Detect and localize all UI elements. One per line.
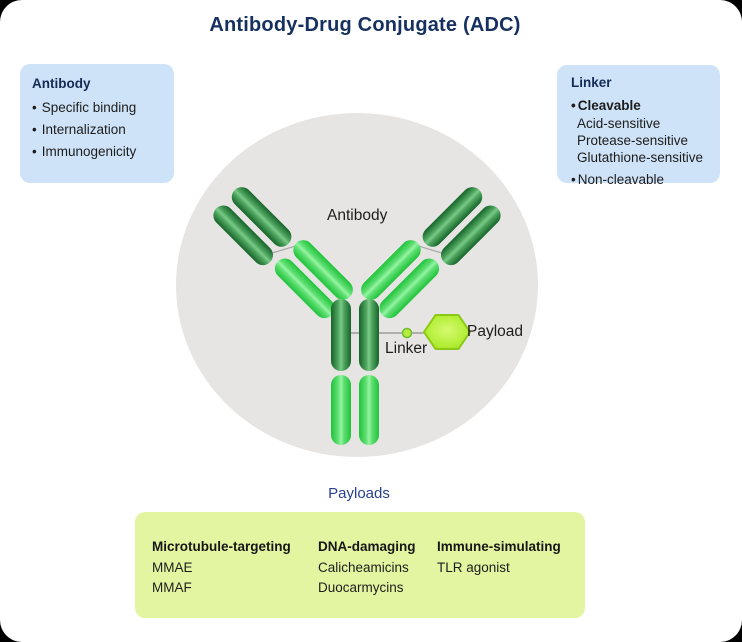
- payload-column-header: Microtubule-targeting: [152, 539, 291, 554]
- linker-cleavable-item: Cleavable: [571, 96, 712, 115]
- linker-diagram-label: Linker: [385, 340, 428, 357]
- payloads-box: Microtubule-targeting MMAE MMAF DNA-dama…: [135, 512, 585, 618]
- payload-column-header: Immune-simulating: [437, 539, 561, 554]
- payloads-heading: Payloads: [328, 485, 390, 502]
- payload-item: TLR agonist: [437, 560, 510, 575]
- linker-info-box: Linker Cleavable Acid-sensitive Protease…: [557, 65, 720, 187]
- page-title: Antibody-Drug Conjugate (ADC): [209, 14, 521, 36]
- antibody-diagram-label: Antibody: [327, 207, 388, 224]
- antibody-right-arm: [361, 187, 501, 319]
- payload-item: MMAE: [152, 560, 193, 575]
- linker-cleavable-sub-item: Glutathione-sensitive: [577, 150, 704, 165]
- payload-item: Calicheamicins: [318, 560, 409, 575]
- antibody-box-heading: Antibody: [32, 76, 91, 91]
- diagram-background-circle: [176, 113, 538, 457]
- linker-box-heading: Linker: [571, 75, 612, 90]
- payload-item: MMAF: [152, 580, 192, 595]
- payload-column-header: DNA-damaging: [318, 539, 416, 554]
- antibody-heavy-chain: [331, 299, 379, 445]
- payload-column-dna: DNA-damaging Calicheamicins Duocarmycins: [318, 537, 437, 618]
- antibody-box-item: Immunogenicity: [32, 141, 164, 163]
- linker-cleavable-sub-item: Acid-sensitive: [577, 116, 661, 131]
- linker-noncleavable-item: Non-cleavable: [571, 170, 712, 189]
- payload-item: Duocarmycins: [318, 580, 404, 595]
- payload-diagram-label: Payload: [467, 323, 524, 340]
- payload-column-immune: Immune-simulating TLR agonist: [437, 537, 585, 618]
- linker-cleavable-sub-item: Protease-sensitive: [577, 133, 689, 148]
- payload-hexagon: [423, 314, 471, 350]
- antibody-info-box: Antibody Specific binding Internalizatio…: [20, 64, 174, 183]
- antibody-box-item: Specific binding: [32, 97, 164, 119]
- linker-dot: [401, 327, 413, 339]
- payload-column-microtubule: Microtubule-targeting MMAE MMAF: [152, 537, 318, 618]
- antibody-box-item: Internalization: [32, 119, 164, 141]
- antibody-left-arm: [213, 187, 353, 319]
